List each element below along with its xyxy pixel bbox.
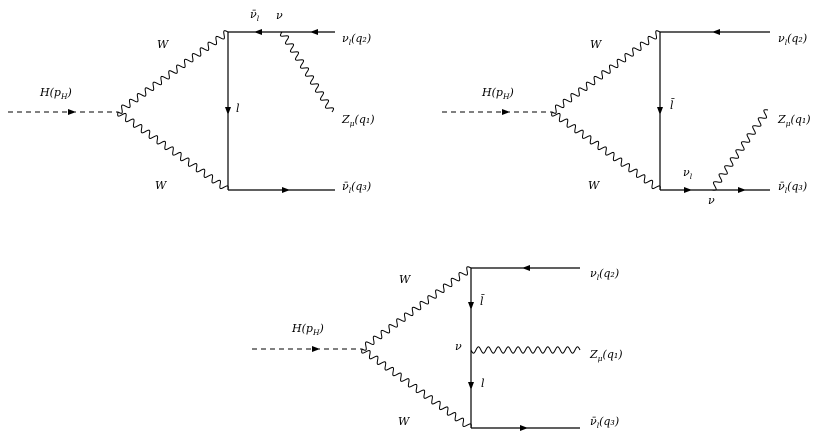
antineutrino-arrow [282, 187, 290, 193]
w-bottom-label: W [155, 179, 168, 192]
z-boson [279, 31, 335, 113]
higgs-arrow [312, 346, 320, 352]
z-q1-label: Zμ(q₁) [777, 113, 811, 128]
nu-q2-label: νl(q₂) [590, 267, 619, 282]
w-boson-bottom [551, 111, 661, 191]
higgs-label: H(pH) [291, 322, 324, 337]
w-bottom-label: W [398, 415, 411, 428]
arrow-top-left [254, 29, 262, 35]
z-boson [711, 109, 769, 191]
higgs-arrow [502, 109, 510, 115]
arrow-top-right [310, 29, 318, 35]
z-q1-label: Zμ(q₁) [341, 113, 375, 128]
z-q1-label: Zμ(q₁) [589, 348, 623, 363]
antilepton-arrow [468, 302, 474, 310]
higgs-arrow [68, 109, 76, 115]
antilepton-arrow [657, 107, 663, 115]
nubar-q3-label: ν̄l(q₃) [342, 180, 371, 195]
lepton-label: l [481, 377, 485, 390]
diagram-3: H(pH) W Wl̄ ν l νl(q₂) Zμ(q₁) ν̄l(q₃) [252, 265, 623, 431]
w-boson-bottom [361, 348, 472, 429]
arrow-bottom-left [684, 187, 692, 193]
nu-q2-label: νl(q₂) [342, 32, 371, 47]
higgs-label: H(pH) [481, 86, 514, 101]
nubar-top-label: ν̄l [250, 8, 260, 23]
arrow-bottom-right [738, 187, 746, 193]
neutrino-arrow [712, 29, 720, 35]
nu-l-internal-label: νl [683, 166, 693, 181]
w-boson-top [117, 30, 229, 114]
lepton-label: l [236, 102, 240, 115]
w-boson-top [551, 30, 661, 114]
lbar-label: l̄ [480, 295, 485, 308]
nubar-q3-label: ν̄l(q₃) [778, 180, 807, 195]
neutrino-arrow [522, 265, 530, 271]
diagram-2: H(pH) W Wl̄ νl ν νl(q₂) Zμ(q₁) ν̄l(q₃) [442, 29, 811, 207]
w-boson-top [361, 266, 472, 351]
w-boson-bottom [117, 111, 229, 191]
z-boson [470, 346, 581, 354]
antineutrino-arrow [520, 425, 528, 431]
higgs-label: H(pH) [39, 86, 72, 101]
lepton-arrow [225, 107, 231, 115]
w-top-label: W [590, 38, 603, 51]
diagram-1: H(pH) W Wν̄l ν l νl(q₂) Zμ(q₁) ν̄l(q₃) [8, 8, 375, 195]
lepton-arrow [468, 382, 474, 390]
nu-internal-label: ν [455, 340, 462, 353]
w-top-label: W [399, 273, 412, 286]
nu-internal-label: ν [276, 9, 283, 22]
w-top-label: W [157, 38, 170, 51]
w-bottom-label: W [588, 179, 601, 192]
nu-q2-label: νl(q₂) [778, 32, 807, 47]
lbar-label: l̄ [670, 99, 675, 112]
nubar-q3-label: ν̄l(q₃) [590, 415, 619, 430]
nu-internal-label: ν [708, 194, 715, 207]
